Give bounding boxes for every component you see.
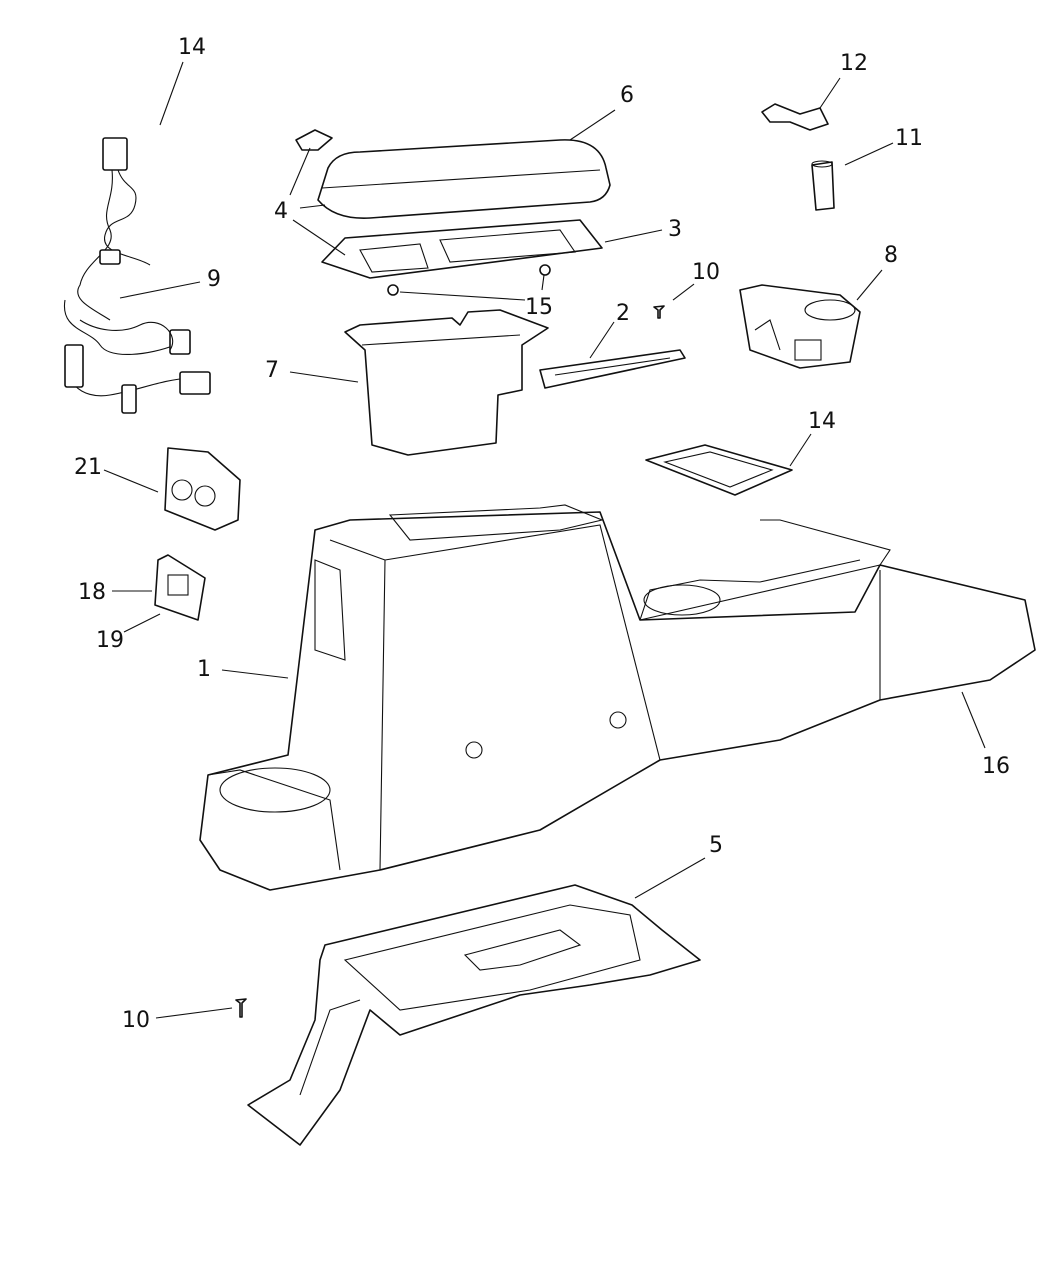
callout-5: 5: [709, 833, 723, 858]
leader-lines: [103, 61, 986, 1019]
callout-6: 6: [620, 83, 634, 108]
callout-10-bottom: 10: [122, 1008, 150, 1033]
storage-bin: [344, 309, 549, 456]
wiring-harness: [64, 137, 211, 414]
callout-10-top: 10: [692, 260, 720, 285]
callout-14-mid: 14: [808, 409, 836, 434]
switch-bezel-21: [164, 447, 241, 531]
floor-mat: [645, 444, 793, 496]
callout-16: 16: [982, 754, 1010, 779]
screw-bottom: [235, 998, 247, 1018]
callout-7: 7: [265, 358, 279, 383]
callout-2: 2: [616, 301, 630, 326]
connector-12: [761, 103, 829, 131]
fasteners-15: [387, 264, 551, 296]
lid-inner-panel: [321, 219, 603, 279]
switch-18-19: [154, 554, 206, 621]
callout-12: 12: [840, 51, 868, 76]
callout-4: 4: [274, 199, 288, 224]
callout-18: 18: [78, 580, 106, 605]
latch-clip: [295, 129, 333, 151]
power-outlet-11: [811, 160, 835, 211]
screw-top: [653, 305, 665, 319]
trim-strip: [539, 349, 686, 389]
cup-holder-insert: [739, 284, 861, 369]
callout-21: 21: [74, 455, 102, 480]
callout-3: 3: [668, 217, 682, 242]
callout-1: 1: [197, 657, 211, 682]
console-bracket: [247, 884, 701, 1146]
callout-11: 11: [895, 126, 923, 151]
callout-15: 15: [525, 295, 553, 320]
floor-console: [199, 504, 1036, 891]
callout-labels: 14 6 12 11 4 3 9 10 8 15 2 7 14 21 18 19…: [74, 35, 1010, 1033]
callout-9: 9: [207, 267, 221, 292]
armrest-lid: [317, 139, 611, 219]
callout-8: 8: [884, 243, 898, 268]
callout-14-top: 14: [178, 35, 206, 60]
callout-19: 19: [96, 628, 124, 653]
